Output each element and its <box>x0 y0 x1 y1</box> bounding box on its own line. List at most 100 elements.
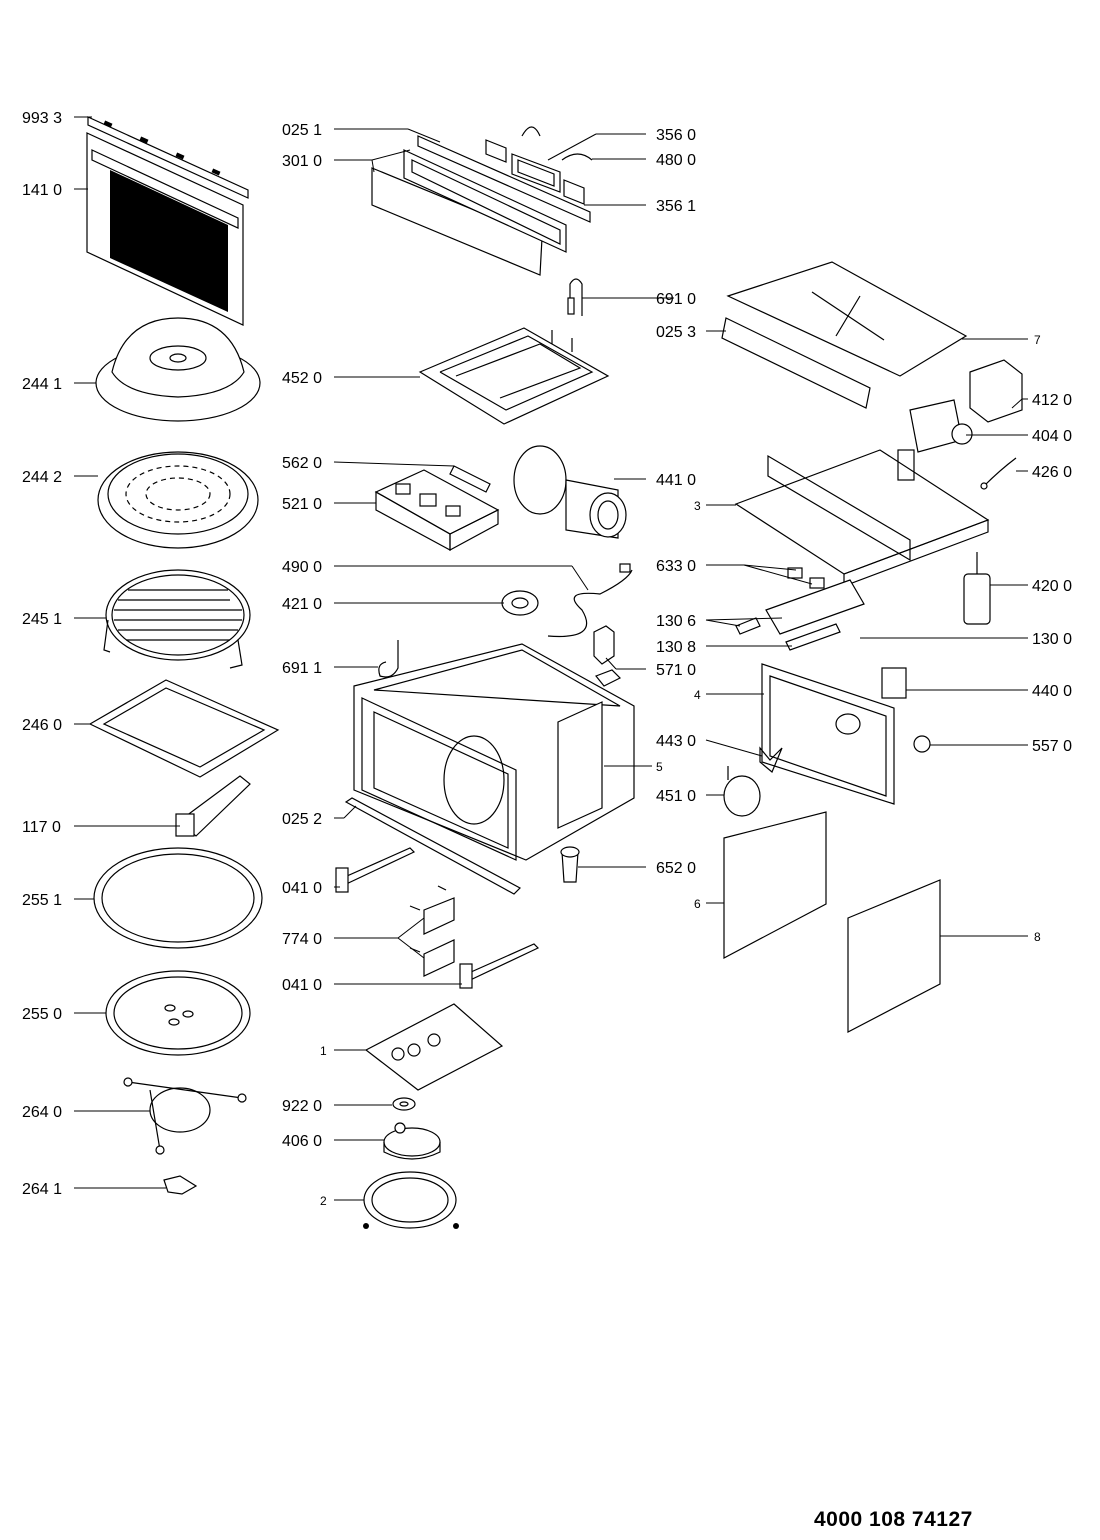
part-label: 2 <box>320 1194 327 1208</box>
lamp-holder-part <box>560 846 580 883</box>
part-label: 4 <box>694 688 701 702</box>
drive-coupler-part <box>163 1175 198 1195</box>
magnetron-part <box>909 399 973 453</box>
oven-cavity-part <box>353 643 635 861</box>
cavity-sensor-part <box>378 640 399 678</box>
oven-door-part <box>86 132 244 326</box>
grill-rack-part <box>103 569 251 669</box>
part-label: 255 1 <box>22 892 62 909</box>
part-label: 922 0 <box>282 1098 322 1115</box>
part-label: 426 0 <box>1032 464 1072 481</box>
hinge-plates-part <box>409 885 455 977</box>
part-label: 130 8 <box>656 639 696 656</box>
part-label: 480 0 <box>656 152 696 169</box>
part-label: 025 1 <box>282 122 322 139</box>
tray-handle-part <box>175 775 251 837</box>
capacitor-part <box>501 590 539 616</box>
bottom-front-rail-part <box>344 797 521 895</box>
hv-capacitor-part <box>963 552 991 625</box>
transformer-part <box>969 359 1023 423</box>
part-label: 025 2 <box>282 811 322 828</box>
thermostat-part <box>913 735 931 753</box>
part-label: 406 0 <box>282 1133 322 1150</box>
grill-element-part <box>418 327 610 425</box>
part-label: 691 0 <box>656 291 696 308</box>
crisp-plate-part <box>97 451 259 549</box>
convection-fan-motor-part <box>513 445 627 539</box>
part-label: 557 0 <box>1032 738 1072 755</box>
part-label: 451 0 <box>656 788 696 805</box>
chassis-frame-part <box>734 449 990 587</box>
part-label: 652 0 <box>656 860 696 877</box>
document-number: 4000 108 74127 <box>814 1508 973 1531</box>
part-label: 774 0 <box>282 931 322 948</box>
part-label: 452 0 <box>282 370 322 387</box>
part-label: 412 0 <box>1032 392 1072 409</box>
roller-support-part <box>123 1077 247 1155</box>
fuse-part <box>449 465 491 493</box>
part-label: 264 0 <box>22 1104 62 1121</box>
part-label: 8 <box>1034 930 1041 944</box>
leader-lines <box>74 116 1028 1201</box>
base-plate-part <box>364 1003 504 1091</box>
part-label: 1 <box>320 1044 327 1058</box>
part-label: 025 3 <box>656 324 696 341</box>
turntable-motor-part <box>383 1122 441 1160</box>
convection-fan-blade-part <box>759 746 783 773</box>
part-label: 244 2 <box>22 469 62 486</box>
power-cord-part <box>547 563 633 638</box>
part-label: 041 0 <box>282 977 322 994</box>
door-trim-strip-part <box>87 116 249 199</box>
part-label: 420 0 <box>1032 578 1072 595</box>
part-label: 691 1 <box>282 660 322 677</box>
part-label: 6 <box>694 897 701 911</box>
part-label: 130 6 <box>656 613 696 630</box>
part-label: 245 1 <box>22 611 62 628</box>
baking-tray-part <box>88 679 280 778</box>
bottom-cover-ring-part <box>363 1171 459 1229</box>
part-label: 264 1 <box>22 1181 62 1198</box>
glass-turntable-part <box>105 970 251 1056</box>
side-panel-right-part <box>723 811 827 959</box>
relay-part <box>881 667 907 699</box>
part-label: 5 <box>656 760 663 774</box>
part-label: 404 0 <box>1032 428 1072 445</box>
part-label: 301 0 <box>282 153 322 170</box>
part-label: 440 0 <box>1032 683 1072 700</box>
side-panel-left-part <box>847 879 941 1033</box>
part-label: 443 0 <box>656 733 696 750</box>
door-switch-part <box>593 625 622 687</box>
part-label: 993 3 <box>22 110 62 127</box>
part-label: 117 0 <box>22 819 61 836</box>
rear-cavity-part <box>761 663 895 805</box>
part-label: 141 0 <box>22 182 62 199</box>
dome-cover-part <box>95 317 261 422</box>
part-label: 356 1 <box>656 198 696 215</box>
part-label: 521 0 <box>282 496 322 513</box>
washer-part <box>392 1097 416 1111</box>
part-label: 041 0 <box>282 880 322 897</box>
top-cover-part <box>726 261 968 377</box>
part-label: 3 <box>694 499 701 513</box>
part-label: 490 0 <box>282 559 322 576</box>
circular-heater-part <box>723 766 761 817</box>
door-hinge-lower-part <box>459 943 540 989</box>
part-label: 7 <box>1034 333 1041 347</box>
part-label: 441 0 <box>656 472 696 489</box>
switch-block-part <box>735 567 865 651</box>
part-label: 562 0 <box>282 455 322 472</box>
part-label: 421 0 <box>282 596 322 613</box>
thermal-fuse-wire-part <box>980 457 1017 490</box>
door-hinge-upper-part <box>335 847 416 893</box>
part-label: 356 0 <box>656 127 696 144</box>
turntable-ring-part <box>93 847 263 949</box>
part-labels: 993 3 141 0 244 1 244 2 245 1 246 0 117 … <box>22 110 1072 1208</box>
control-board-part <box>374 469 500 552</box>
control-panel-part <box>371 135 591 276</box>
part-label: 130 0 <box>1032 631 1072 648</box>
part-label: 246 0 <box>22 717 62 734</box>
part-label: 571 0 <box>656 662 696 679</box>
thermal-sensor-part <box>567 278 583 316</box>
control-bracket-parts <box>485 126 593 205</box>
